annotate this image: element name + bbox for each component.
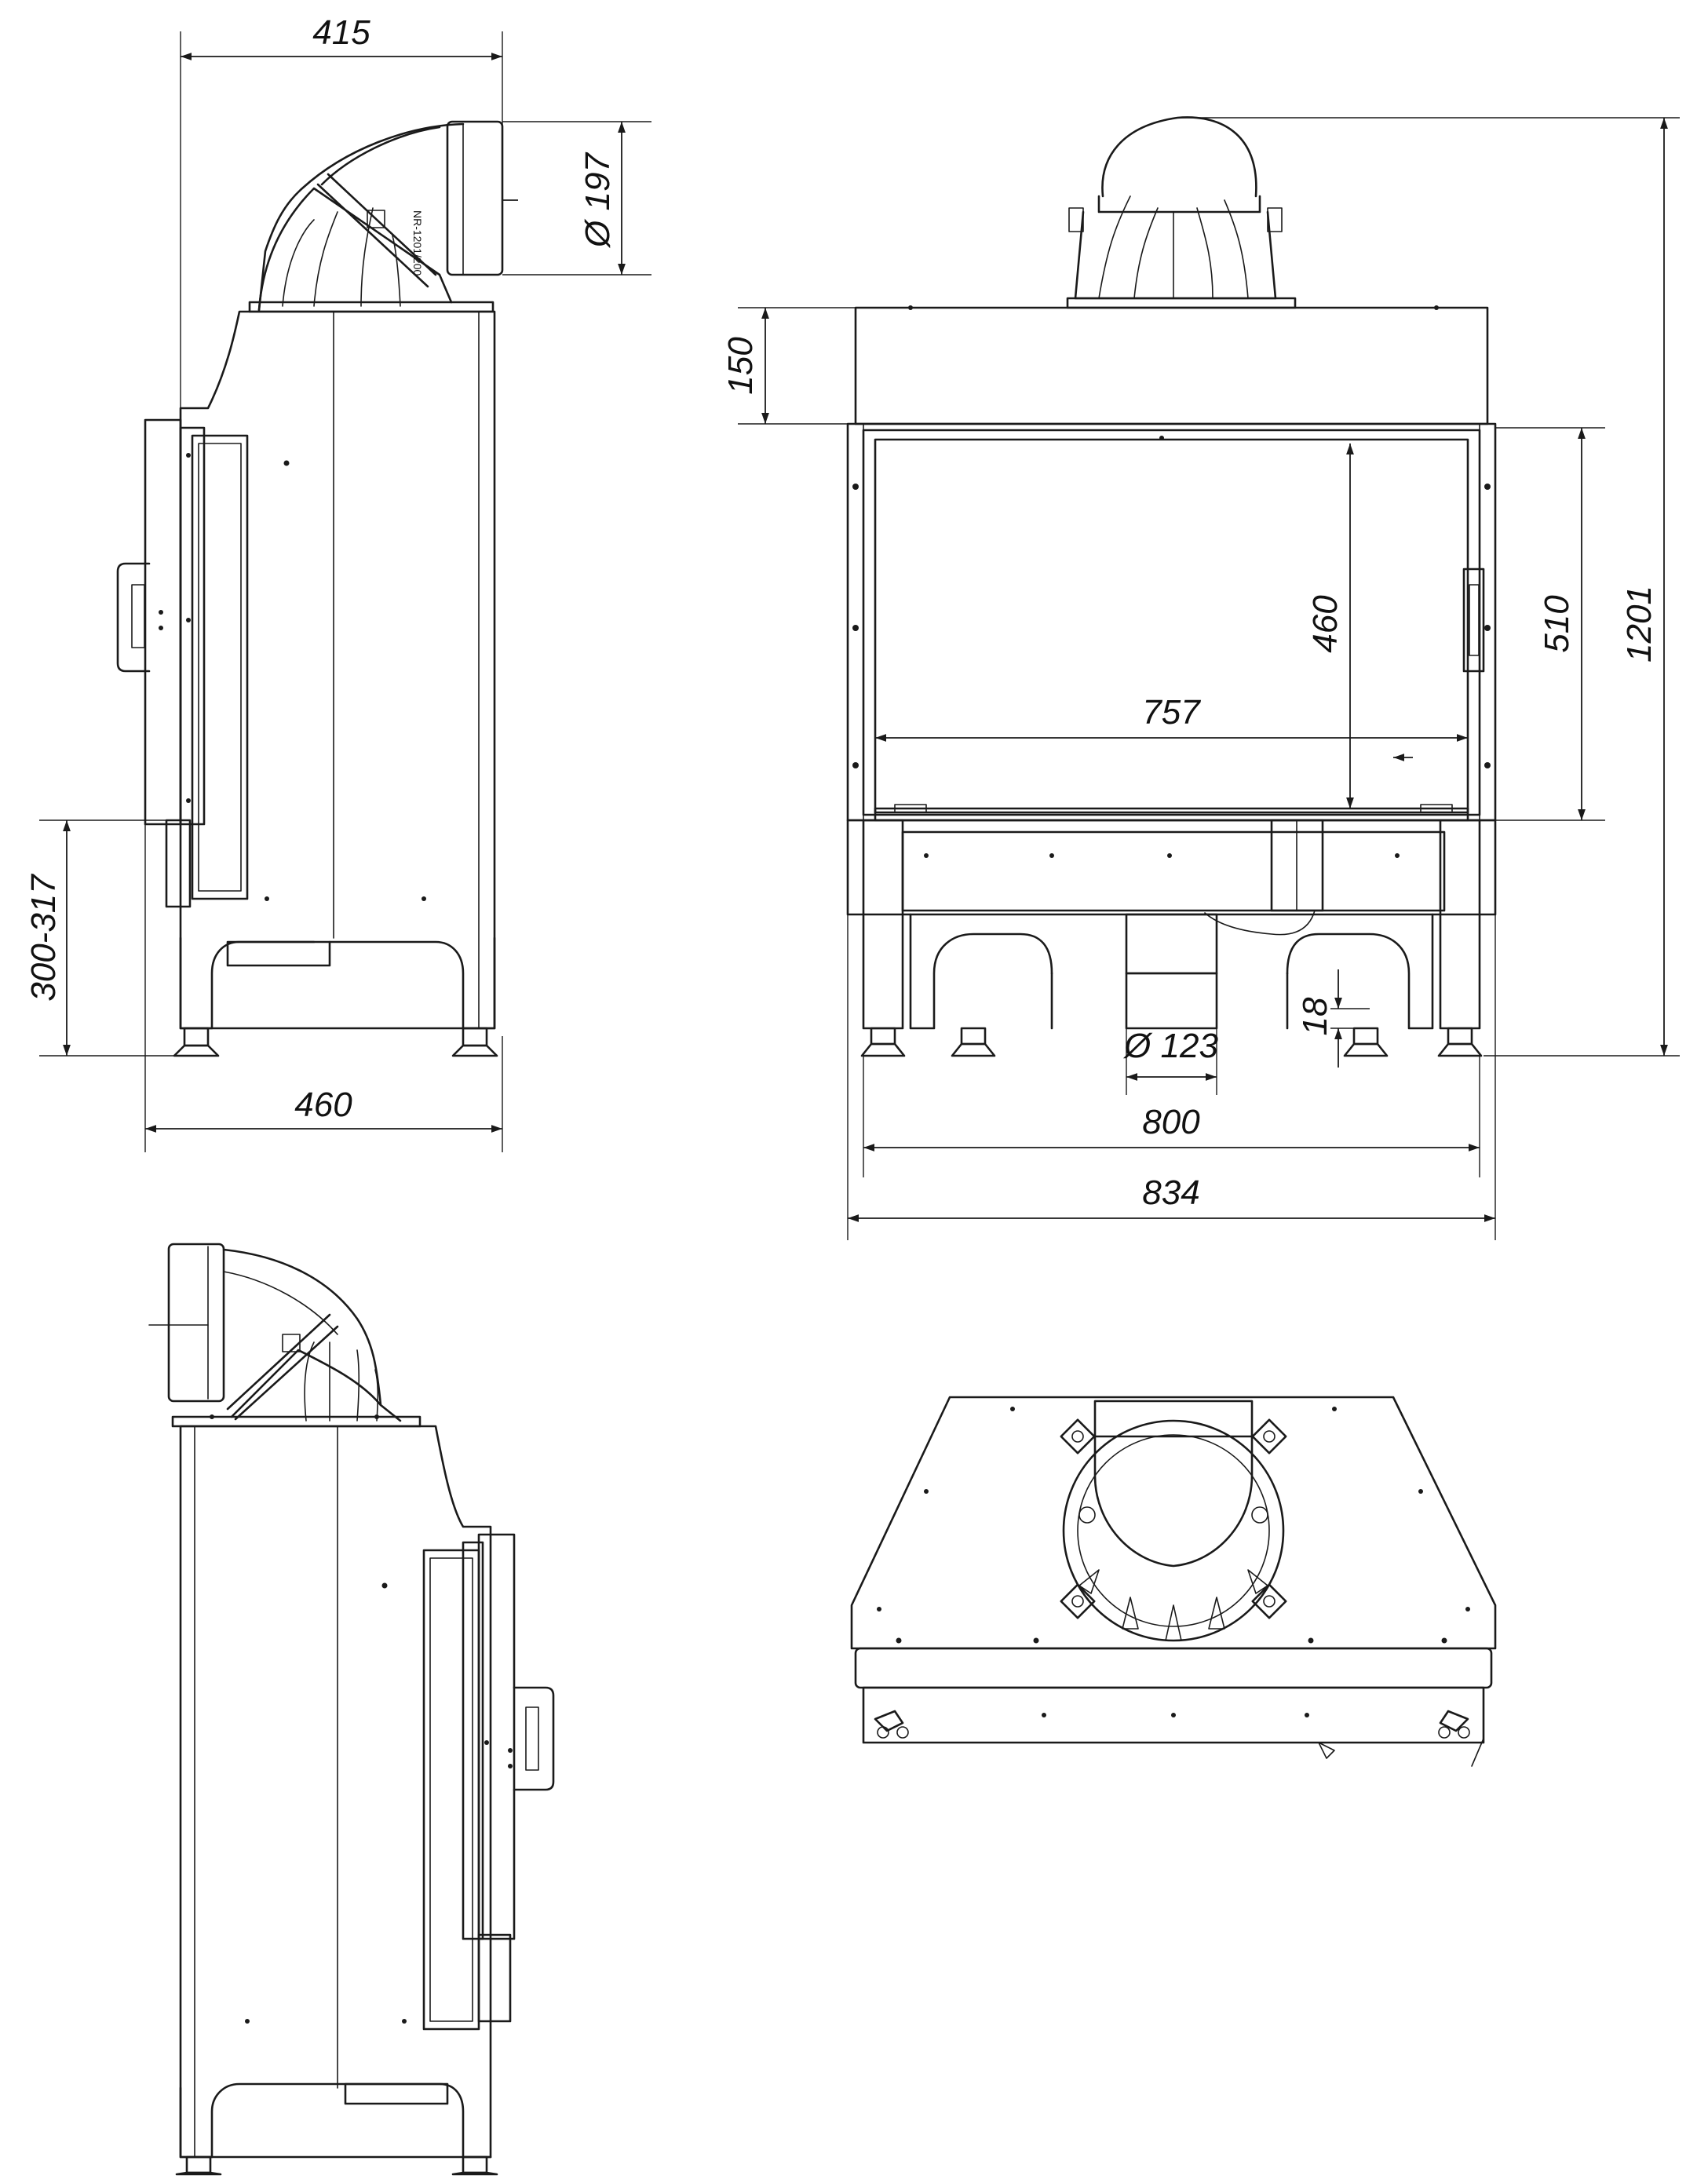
dim-flue-diameter: Ø 197 <box>578 152 617 249</box>
dim-460-side: 460 <box>294 1086 352 1124</box>
dim-300-317: 300-317 <box>24 874 63 1002</box>
dim-510: 510 <box>1538 595 1576 653</box>
dim-460-front: 460 <box>1306 595 1345 653</box>
dim-1201: 1201 <box>1620 586 1659 662</box>
side-view-right: NR-1201/200 <box>116 120 504 1057</box>
dim-800: 800 <box>1142 1103 1200 1141</box>
front-view <box>846 116 1497 1057</box>
side-view-dimensions: 415 Ø 197 460 300-317 <box>24 13 651 1152</box>
dim-415: 415 <box>312 13 370 52</box>
dim-757: 757 <box>1142 693 1201 732</box>
dim-834: 834 <box>1142 1173 1199 1212</box>
dim-18: 18 <box>1296 997 1334 1035</box>
side-view-left <box>148 1243 555 2176</box>
dim-air-inlet-diameter: Ø 123 <box>1122 1027 1218 1065</box>
flue-stamp-side: NR-1201/200 <box>411 210 424 276</box>
top-view <box>850 1396 1497 1767</box>
front-view-dimensions: 150 510 1201 460 757 18 Ø 123 800 <box>721 117 1680 1240</box>
dim-150: 150 <box>721 337 760 395</box>
